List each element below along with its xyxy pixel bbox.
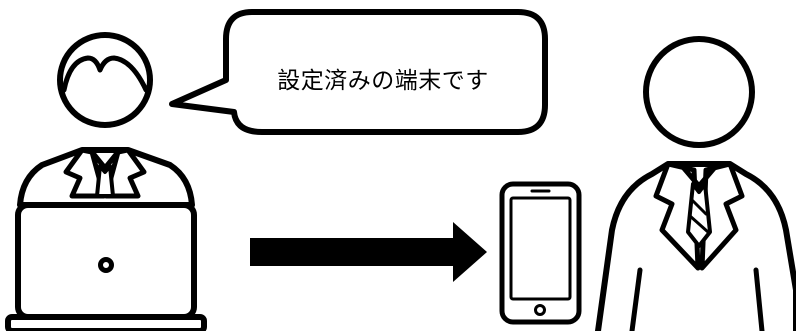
smartphone-icon <box>499 181 582 325</box>
speech-bubble <box>169 9 548 135</box>
sender-person-icon <box>5 32 207 331</box>
speech-bubble-text: 設定済みの端末です <box>277 68 489 94</box>
receiver-person-icon <box>595 36 796 331</box>
arrow-right-icon <box>250 222 487 282</box>
